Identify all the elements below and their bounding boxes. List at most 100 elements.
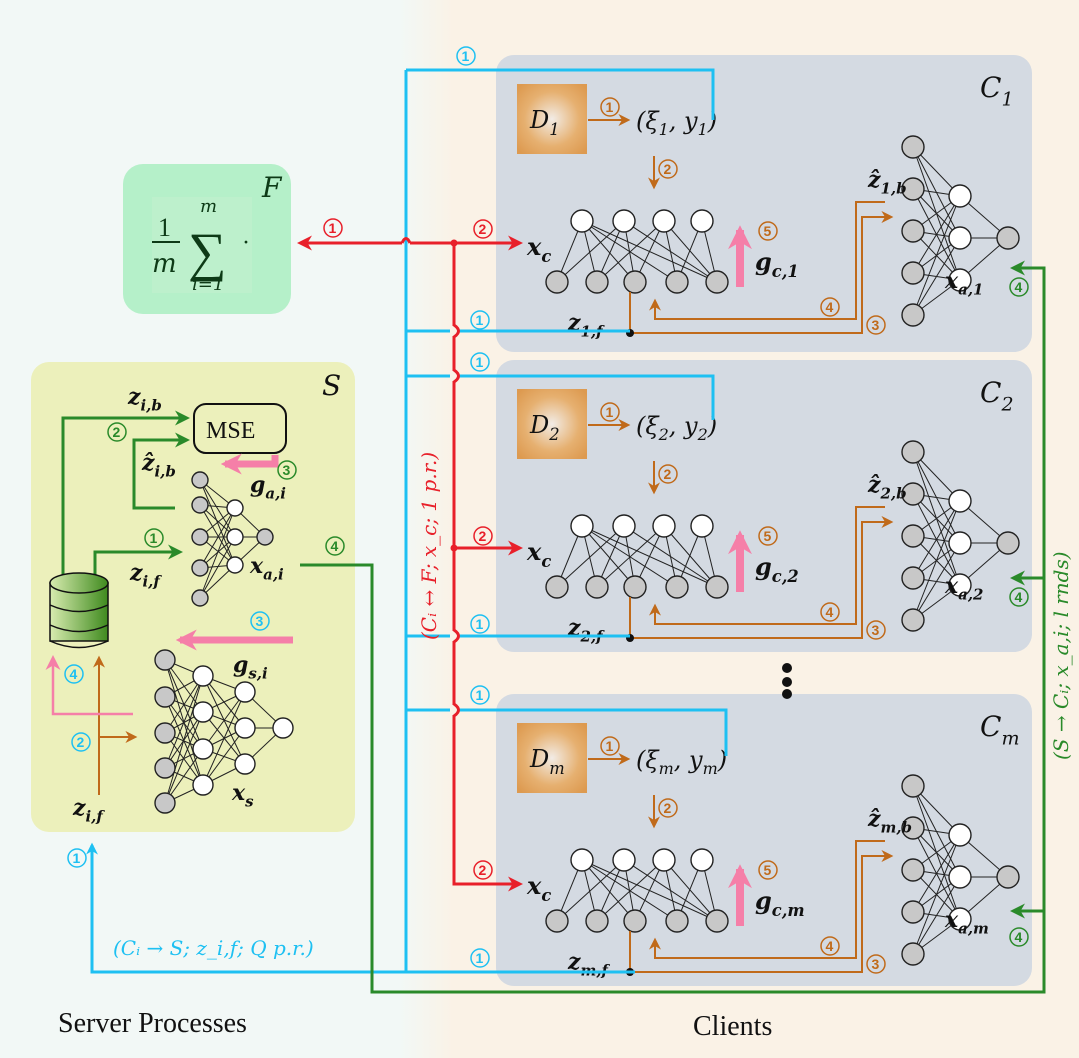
client-gradient-label: gc,m [755, 886, 805, 920]
neuron [191, 471, 209, 489]
client-x-c-main: x [526, 537, 542, 566]
mse-label: MSE [206, 418, 255, 444]
hop-mask [450, 326, 458, 336]
synapse [202, 691, 246, 786]
step-circle [1009, 277, 1029, 297]
dataset-label-main: D [529, 106, 549, 134]
green-to-client1 [300, 260, 1046, 994]
sample-part: ) [717, 746, 727, 774]
client-label-main: C [980, 376, 1001, 409]
synapse [199, 507, 236, 569]
step-marker-three: 3 [277, 460, 297, 480]
step-number: 4 [826, 299, 834, 315]
neuron [948, 823, 972, 847]
neuron [234, 681, 256, 703]
step-circle [325, 536, 345, 556]
step-marker-three: 3 [866, 620, 886, 640]
step-circle [600, 97, 620, 117]
client-zhat-b-main: ẑ [867, 167, 881, 193]
server-z-if-top: zi,f [129, 560, 162, 591]
neuron [948, 907, 972, 931]
cyan-sample-link [406, 374, 715, 420]
step-circle [470, 352, 490, 372]
hop-mask [450, 371, 458, 381]
aggregator-label: F [261, 171, 283, 204]
step-circle [144, 528, 164, 548]
synapse [596, 220, 665, 283]
auxiliary-network [901, 440, 1020, 632]
neuron [585, 909, 609, 933]
neuron [901, 566, 925, 590]
synapse [912, 542, 961, 621]
neuron [665, 909, 689, 933]
client-gradient-label-subscript: c,m [772, 901, 805, 920]
ellipsis-dot [782, 677, 792, 687]
sum-symbol: ∑ [188, 222, 227, 282]
step-marker-four: 4 [820, 602, 840, 622]
step-number: 2 [77, 734, 85, 750]
client-gradient-label-main: g [755, 886, 772, 915]
synapse [164, 675, 204, 769]
step-marker-four: 4 [64, 664, 84, 684]
red-annotation: (Cᵢ ↔ F; x_c; 1 p.r.) [417, 452, 441, 640]
neuron [545, 909, 569, 933]
z-f-to-aux-arrow [629, 211, 894, 334]
step-circle [758, 526, 778, 546]
step-circle [658, 159, 678, 179]
client-gradient-label-subscript: c,2 [772, 567, 799, 586]
neuron [612, 514, 636, 538]
step-marker-one: 1 [600, 402, 620, 422]
step-marker-four: 4 [1009, 587, 1029, 607]
synapse [912, 834, 961, 913]
neuron [690, 514, 714, 538]
step-circle [323, 218, 343, 238]
step-marker-four: 4 [820, 936, 840, 956]
neuron [191, 528, 209, 546]
clients-label: Clients [693, 1011, 772, 1042]
step-marker-three: 3 [866, 315, 886, 335]
neuron [901, 816, 925, 840]
step-circle [473, 219, 493, 239]
neuron [948, 268, 972, 292]
server-x-ai-main: x [249, 553, 264, 579]
neuron [948, 531, 972, 555]
neuron [665, 270, 689, 294]
neuron [192, 701, 214, 723]
client-x-c-subscript: c [541, 247, 551, 266]
synapse [556, 859, 625, 922]
neuron [623, 909, 647, 933]
dataset-label-subscript: 2 [548, 425, 559, 444]
mse-box [193, 403, 287, 454]
hop-mask [450, 631, 458, 641]
neuron [234, 717, 256, 739]
server-g-si-main: g [233, 652, 248, 678]
server-g-ai-subscript: a,i [265, 485, 286, 503]
neuron [585, 270, 609, 294]
step-circle [470, 685, 490, 705]
client-label: Cm [980, 710, 1019, 749]
neuron [272, 717, 294, 739]
step-marker-two: 2 [658, 464, 678, 484]
server-z-if-bottom-main: z [72, 795, 86, 821]
client-network [545, 209, 729, 294]
step-circle [658, 798, 678, 818]
step-circle [71, 732, 91, 752]
sample-part: m [703, 759, 718, 778]
synapse [202, 727, 246, 786]
dataset-label: Dm [529, 745, 565, 778]
red-to-clientm [452, 876, 523, 892]
step-marker-one: 1 [470, 310, 490, 330]
synapse [596, 525, 665, 588]
step-number: 2 [664, 466, 672, 482]
red-junction [450, 544, 458, 552]
server-z-if-bottom: zi,f [72, 795, 105, 826]
sample-tuple: (ξ1, y1) [636, 107, 717, 139]
step-number: 3 [872, 317, 880, 333]
client-x-a: xa,m [944, 907, 989, 938]
client-x-c: xc [526, 871, 551, 905]
step-number: 4 [70, 666, 78, 682]
step-marker-four: 4 [1009, 277, 1029, 297]
step-number: 2 [479, 221, 487, 237]
step-number: 3 [872, 956, 880, 972]
